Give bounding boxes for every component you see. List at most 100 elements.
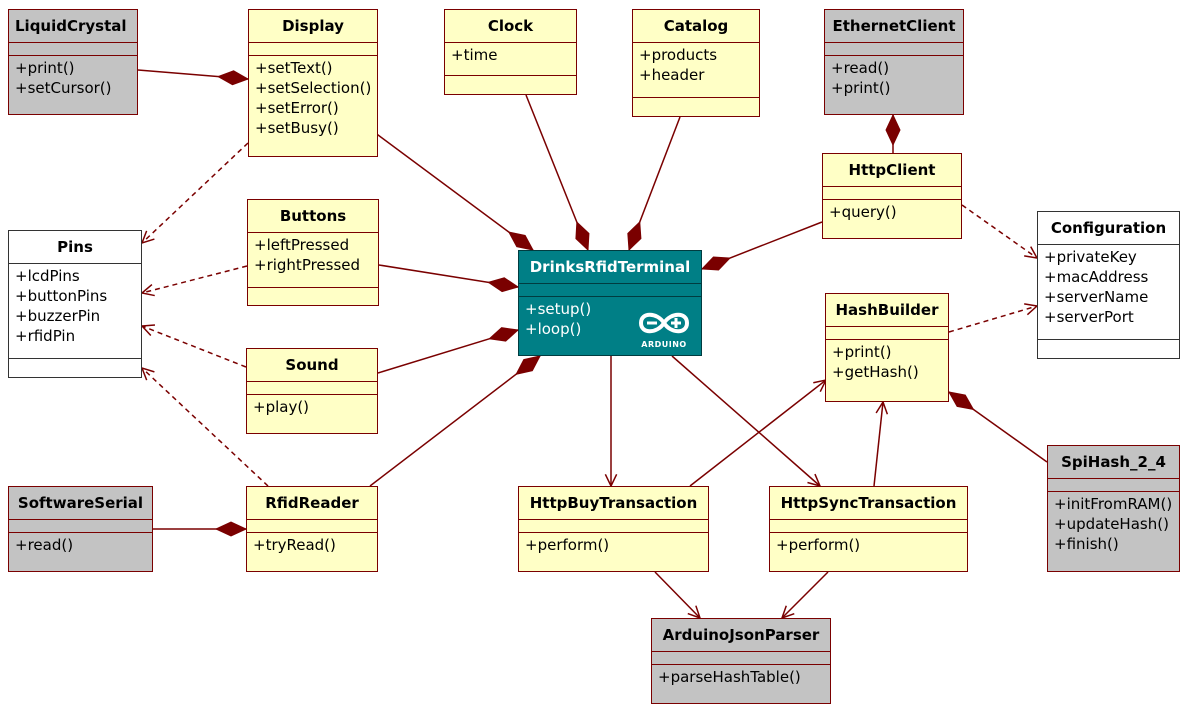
buttons-pins-dependency (141, 265, 248, 294)
method: +setup() (525, 300, 592, 318)
method-list: +setup() +loop() (519, 297, 701, 341)
class-liquidcrystal[interactable]: LiquidCrystal +print() +setCursor() (8, 9, 138, 115)
buttons-pins-dependency-arrowhead (140, 284, 155, 297)
attribute-list: +time (445, 42, 576, 75)
class-name: LiquidCrystal (15, 17, 127, 35)
attribute-list: +privateKey +macAddress +serverName +ser… (1038, 244, 1179, 339)
class-clock[interactable]: Clock +time (444, 9, 577, 95)
method-list: +parseHashTable() (652, 665, 830, 689)
httpsync-hashbuilder-association (873, 401, 884, 487)
httpclient-terminal-composition-diamond (700, 256, 732, 271)
liquidcrystal-display-composition-diamond (216, 70, 250, 86)
display-terminal-composition (373, 131, 534, 251)
httpbuy-jsonparser-association (654, 571, 701, 619)
sound-pins-dependency (141, 325, 247, 368)
class-rfidreader[interactable]: RfidReader +tryRead() (246, 486, 378, 572)
attribute: +time (451, 46, 498, 64)
terminal-httpsync-association (671, 355, 821, 487)
attribute: +rightPressed (254, 256, 361, 274)
httpclient-configuration-dependency-arrowhead (1024, 246, 1039, 259)
attribute: +privateKey (1044, 248, 1137, 266)
httpclient-configuration-dependency (961, 204, 1038, 259)
attribute: +macAddress (1044, 268, 1149, 286)
attribute: +buzzerPin (15, 307, 101, 325)
method-list: +perform() (770, 533, 967, 557)
class-softwareserial[interactable]: SoftwareSerial +read() (8, 486, 153, 572)
arduino-logo-icon: ARDUINO (635, 310, 693, 349)
method-list: +print() +getHash() (826, 340, 948, 384)
class-arduinojsonparser[interactable]: ArduinoJsonParser +parseHashTable() (651, 618, 831, 704)
class-pins[interactable]: Pins +lcdPins +buttonPins +buzzerPin +rf… (8, 230, 142, 378)
catalog-terminal-composition-diamond (627, 220, 642, 252)
method-list: +read() +print() (825, 56, 963, 100)
class-configuration[interactable]: Configuration +privateKey +macAddress +s… (1037, 211, 1180, 359)
class-drinksrfidterminal[interactable]: DrinksRfidTerminal +setup() +loop() ARDU… (518, 250, 702, 356)
sound-pins-dependency-arrowhead (140, 324, 156, 337)
display-pins-dependency-arrowhead (140, 230, 155, 245)
attribute: +serverName (1044, 288, 1149, 306)
httpbuy-hashbuilder-association (689, 379, 827, 487)
method: +print() (15, 59, 75, 77)
class-name: Sound (285, 356, 339, 374)
spihash-hashbuilder-composition-diamond (948, 391, 975, 411)
class-name: SpiHash_2_4 (1061, 453, 1166, 471)
class-name: HttpBuyTransaction (529, 494, 698, 512)
method: +perform() (525, 536, 610, 554)
class-display[interactable]: Display +setText() +setSelection() +setE… (248, 9, 378, 157)
method: +updateHash() (1054, 515, 1169, 533)
class-buttons[interactable]: Buttons +leftPressed +rightPressed (247, 199, 379, 306)
method: +read() (15, 536, 74, 554)
rfidreader-pins-dependency-arrowhead (140, 366, 155, 381)
method: +read() (831, 59, 890, 77)
attribute: +leftPressed (254, 236, 350, 254)
method-list: +initFromRAM() +updateHash() +finish() (1048, 492, 1179, 556)
method-list: +play() (247, 395, 377, 419)
ethernetclient-httpclient-composition-diamond (885, 113, 901, 147)
class-name: SoftwareSerial (17, 494, 144, 512)
buttons-terminal-composition-diamond (487, 277, 520, 293)
display-pins-dependency (141, 142, 249, 244)
attribute-list: +lcdPins +buttonPins +buzzerPin +rfidPin (9, 263, 141, 358)
method-list: +setText() +setSelection() +setError() +… (249, 56, 377, 140)
class-httpbuytransaction[interactable]: HttpBuyTransaction +perform() (518, 486, 709, 572)
method: +tryRead() (253, 536, 336, 554)
class-name: HttpClient (848, 161, 936, 179)
method-list: +read() (9, 533, 152, 557)
method: +finish() (1054, 535, 1119, 553)
attribute-list: +leftPressed +rightPressed (248, 232, 378, 287)
class-name: DrinksRfidTerminal (529, 258, 691, 276)
class-httpsynctransaction[interactable]: HttpSyncTransaction +perform() (769, 486, 968, 572)
attribute: +header (639, 66, 705, 84)
method: +setText() (255, 59, 333, 77)
class-catalog[interactable]: Catalog +products +header (632, 9, 760, 117)
method: +getHash() (832, 363, 919, 381)
logo-text: ARDUINO (641, 340, 687, 349)
class-ethernetclient[interactable]: EthernetClient +read() +print() (824, 9, 964, 115)
method: +print() (831, 79, 891, 97)
class-name: Catalog (663, 17, 729, 35)
class-httpclient[interactable]: HttpClient +query() (822, 153, 962, 239)
attribute: +lcdPins (15, 267, 80, 285)
method: +setBusy() (255, 119, 339, 137)
class-name: Clock (487, 17, 534, 35)
method: +query() (829, 203, 897, 221)
class-spihash-2-4[interactable]: SpiHash_2_4 +initFromRAM() +updateHash()… (1047, 445, 1180, 572)
method: +setSelection() (255, 79, 372, 97)
method-list: +query() (823, 200, 961, 224)
httpsync-hashbuilder-association-arrowhead (875, 400, 889, 415)
attribute-list: +products +header (633, 42, 759, 97)
class-hashbuilder[interactable]: HashBuilder +print() +getHash() (825, 293, 949, 402)
attribute: +serverPort (1044, 308, 1134, 326)
attribute: +products (639, 46, 718, 64)
method: +loop() (525, 320, 582, 338)
method: +perform() (776, 536, 861, 554)
hashbuilder-configuration-dependency (948, 305, 1038, 333)
method: +play() (253, 398, 310, 416)
class-name: Configuration (1050, 219, 1167, 237)
rfidreader-pins-dependency (141, 367, 269, 487)
class-sound[interactable]: Sound +play() (246, 348, 378, 434)
display-terminal-composition-diamond (507, 231, 534, 251)
class-name: HashBuilder (835, 301, 939, 319)
method: +setCursor() (15, 79, 112, 97)
